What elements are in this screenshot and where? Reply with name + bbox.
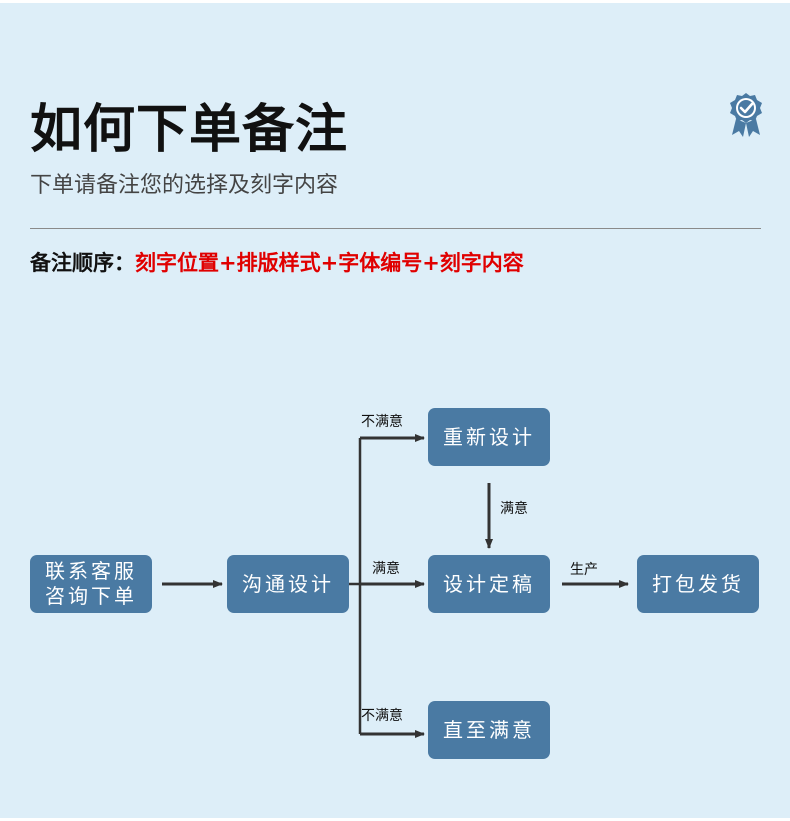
note-order: 备注顺序：刻字位置+排版样式+字体编号+刻字内容 xyxy=(30,247,524,277)
node-redesign: 重新设计 xyxy=(428,408,550,466)
note-content: 刻字位置+排版样式+字体编号+刻字内容 xyxy=(135,251,524,275)
page-title: 如何下单备注 xyxy=(30,100,349,160)
edge-label-unsatisfied-bottom: 不满意 xyxy=(361,708,403,724)
edge-label-produce: 生产 xyxy=(570,562,598,578)
node-design-finalized: 设计定稿 xyxy=(428,555,550,613)
node-communicate-design: 沟通设计 xyxy=(227,555,349,613)
page-subtitle: 下单请备注您的选择及刻字内容 xyxy=(30,173,339,198)
flow-connectors xyxy=(162,434,629,738)
edge-label-satisfied-middle: 满意 xyxy=(372,561,400,577)
edge-label-unsatisfied-top: 不满意 xyxy=(361,414,403,430)
node-contact-service: 联系客服 咨询下单 xyxy=(30,555,152,613)
node-pack-ship: 打包发货 xyxy=(637,555,759,613)
award-ribbon-check-icon xyxy=(730,93,762,137)
note-label: 备注顺序： xyxy=(30,251,135,275)
header-divider xyxy=(30,228,761,229)
edge-label-satisfied-vertical: 满意 xyxy=(500,501,528,517)
node-until-satisfied: 直至满意 xyxy=(428,701,550,759)
